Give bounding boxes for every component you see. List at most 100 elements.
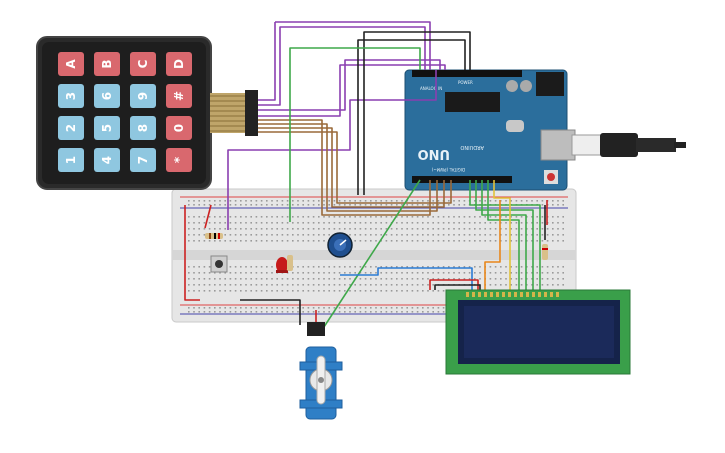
breadboard-hole	[266, 266, 268, 268]
keypad-key-C[interactable]	[130, 52, 156, 76]
breadboard-hole	[266, 228, 268, 230]
breadboard-hole	[510, 228, 512, 230]
breadboard-hole	[437, 307, 440, 309]
breadboard-hole	[349, 200, 351, 202]
breadboard-hole	[328, 284, 330, 286]
wire-black-lcd	[434, 284, 481, 290]
breadboard-hole	[364, 200, 367, 202]
breadboard-hole	[193, 234, 195, 236]
breadboard-hole	[224, 216, 226, 218]
keypad-key-1[interactable]	[58, 148, 84, 172]
breadboard-hole	[520, 234, 523, 236]
breadboard-hole	[255, 234, 258, 236]
breadboard-hole	[494, 228, 497, 230]
breadboard-hole	[260, 240, 263, 242]
breadboard-hole	[453, 228, 455, 230]
keypad-key-*[interactable]	[166, 148, 192, 172]
breadboard-hole	[432, 228, 434, 230]
breadboard[interactable]	[171, 188, 577, 323]
breadboard-hole	[193, 222, 195, 224]
breadboard-hole	[500, 278, 502, 280]
breadboard-hole	[323, 216, 325, 218]
breadboard-hole	[224, 284, 226, 286]
breadboard-hole	[354, 290, 356, 292]
breadboard-hole	[552, 240, 554, 242]
breadboard-hole	[468, 228, 471, 230]
breadboard-hole	[494, 278, 497, 280]
keypad-key-5[interactable]	[94, 116, 120, 140]
breadboard-hole	[229, 272, 232, 274]
breadboard-hole	[224, 307, 226, 309]
breadboard-hole	[286, 278, 289, 280]
breadboard-hole	[208, 311, 211, 313]
breadboard-hole	[245, 272, 247, 274]
breadboard-hole	[245, 222, 247, 224]
breadboard-hole	[458, 240, 460, 242]
keypad-key-3[interactable]	[58, 84, 84, 108]
breadboard-hole	[557, 228, 559, 230]
breadboard-hole	[250, 240, 252, 242]
keypad-key-A[interactable]	[58, 52, 84, 76]
breadboard-hole	[328, 234, 330, 236]
breadboard-hole	[323, 284, 325, 286]
breadboard-hole	[250, 234, 252, 236]
breadboard-hole	[266, 240, 268, 242]
keypad-key-6[interactable]	[94, 84, 120, 108]
keypad-key-D[interactable]	[166, 52, 192, 76]
resistor-3[interactable]	[542, 244, 548, 260]
led-red[interactable]	[276, 257, 288, 273]
breadboard-hole	[390, 284, 393, 286]
wire-green-lcd-4	[487, 180, 520, 290]
keypad-key-9[interactable]	[130, 84, 156, 108]
breadboard-hole	[396, 284, 398, 286]
usb-port	[540, 129, 576, 161]
breadboard-hole	[401, 200, 403, 202]
breadboard-hole	[536, 200, 538, 202]
keypad-key-#[interactable]	[166, 84, 192, 108]
breadboard-hole	[427, 307, 429, 309]
keypad-key-7[interactable]	[130, 148, 156, 172]
breadboard-hole	[526, 200, 528, 202]
breadboard-hole	[234, 290, 237, 292]
breadboard-hole	[364, 284, 367, 286]
breadboard-hole	[260, 234, 263, 236]
keypad-key-B[interactable]	[94, 52, 120, 76]
breadboard-hole	[437, 311, 440, 313]
resistor-2[interactable]	[287, 255, 293, 271]
wire-red-rail-left	[184, 205, 200, 301]
keypad-key-2[interactable]	[58, 116, 84, 140]
wire-purple-5	[258, 59, 441, 111]
breadboard-hole	[359, 311, 362, 313]
breadboard-hole	[531, 240, 533, 242]
keypad-key-4[interactable]	[94, 148, 120, 172]
potentiometer[interactable]	[327, 232, 353, 258]
arduino-uno[interactable]: UNO ARDUINO DIGITAL (PWM~) POWER ANALOG …	[404, 69, 576, 191]
breadboard-hole	[416, 200, 419, 202]
breadboard-hole	[531, 228, 533, 230]
servo-connector	[307, 322, 325, 336]
breadboard-hole	[198, 278, 200, 280]
breadboard-hole	[375, 222, 377, 224]
breadboard-hole	[271, 272, 273, 274]
breadboard-hole	[489, 222, 492, 224]
breadboard-hole	[188, 234, 190, 236]
breadboard-hole	[286, 204, 289, 206]
breadboard-hole	[453, 234, 455, 236]
breadboard-hole	[437, 266, 440, 268]
breadboard-hole	[401, 228, 403, 230]
keypad-key-8[interactable]	[130, 116, 156, 140]
push-button[interactable]	[210, 255, 228, 273]
keypad-key-0[interactable]	[166, 116, 192, 140]
servo-motor[interactable]	[299, 322, 343, 420]
breadboard-hole	[468, 266, 471, 268]
resistor-1[interactable]	[205, 233, 223, 239]
breadboard-hole	[198, 228, 200, 230]
breadboard-hole	[318, 311, 320, 313]
breadboard-hole	[536, 266, 538, 268]
lcd-16x2[interactable]	[445, 289, 631, 375]
breadboard-hole	[323, 234, 325, 236]
breadboard-hole	[193, 290, 195, 292]
breadboard-hole	[453, 278, 455, 280]
breadboard-hole	[552, 228, 554, 230]
